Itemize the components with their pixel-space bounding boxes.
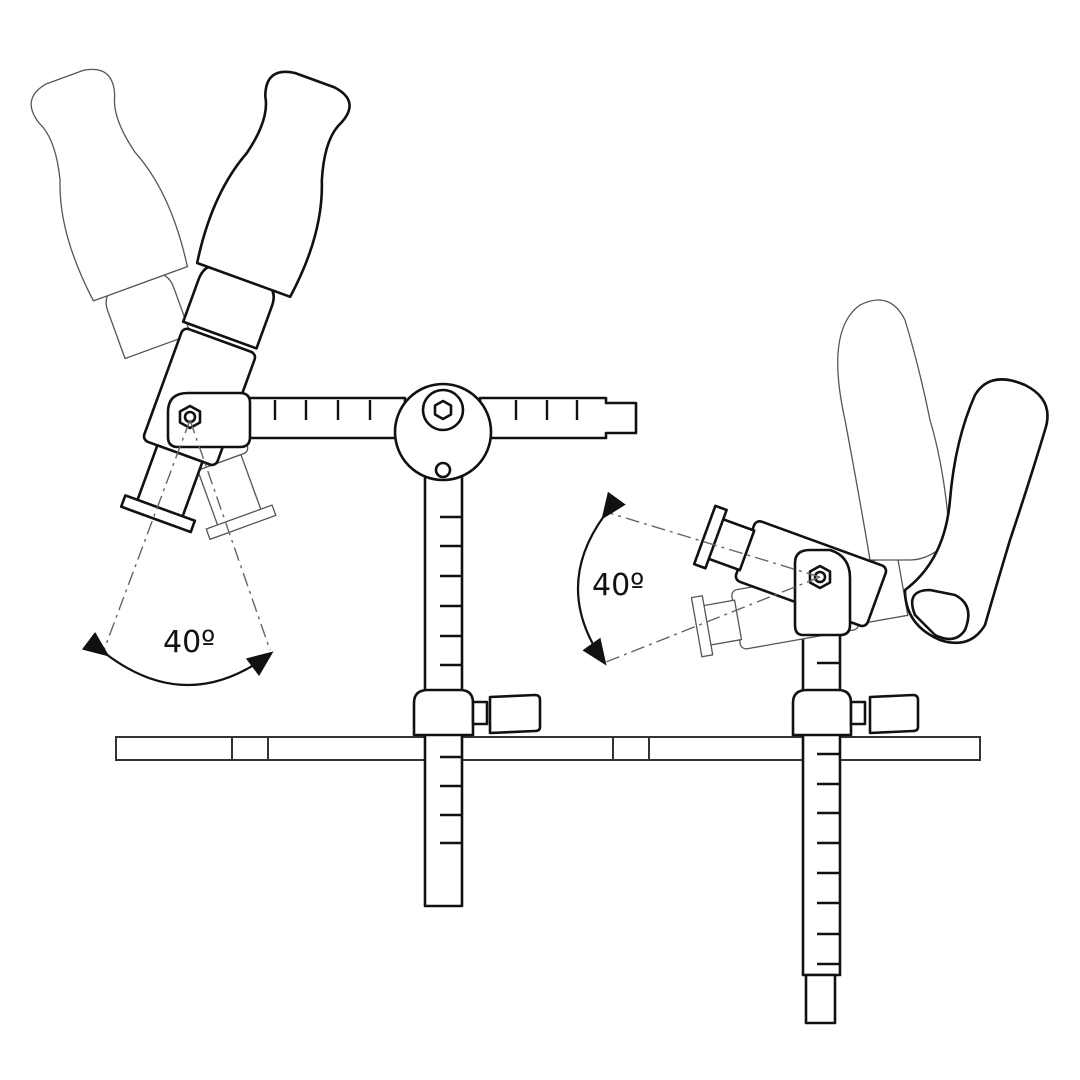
right-post-clamp (791, 688, 920, 737)
right-pivot-bracket (793, 548, 852, 637)
left-post-clamp (412, 688, 542, 737)
left-vertical-post (423, 468, 464, 908)
thumb-screw-icon (868, 693, 920, 735)
right-angle-dimension: 40º (577, 491, 821, 666)
right-vertical-post (801, 628, 842, 1025)
left-angle-dimension: 40º (81, 419, 274, 687)
thumb-screw-icon (488, 693, 542, 735)
left-pivot-bracket (166, 391, 252, 449)
hex-screw-icon (433, 399, 453, 421)
right-angle-label: 40º (592, 568, 644, 603)
right-handle-ghost (837, 299, 951, 561)
central-hub (393, 382, 493, 482)
right-handle (903, 378, 1049, 645)
base-rail (115, 736, 981, 761)
left-angle-label: 40º (163, 625, 215, 660)
